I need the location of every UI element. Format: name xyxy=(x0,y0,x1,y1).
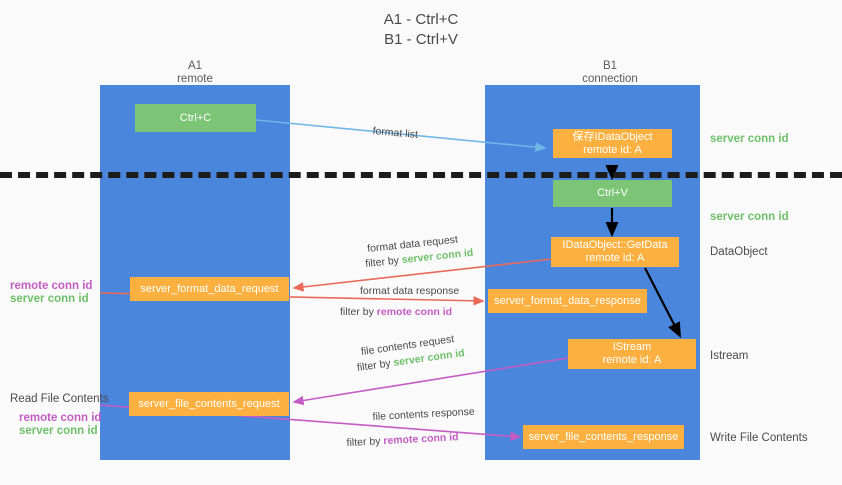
title-line-1: A1 - Ctrl+C xyxy=(383,11,459,28)
node-save-idataobject[interactable]: 保存IDataObject remote id: A xyxy=(553,129,672,158)
node-ctrl-v[interactable]: Ctrl+V xyxy=(553,180,672,207)
node-istream[interactable]: IStream remote id: A xyxy=(568,339,696,369)
node-save-idataobject-line1: 保存IDataObject xyxy=(572,130,653,143)
edge-label-format-data-response: format data response xyxy=(360,285,460,297)
node-ctrl-c[interactable]: Ctrl+C xyxy=(135,104,256,132)
filter-prefix: filter by xyxy=(364,254,403,271)
column-a1-name: A1 xyxy=(187,60,203,72)
column-b1-name: B1 xyxy=(602,60,618,72)
node-save-idataobject-line2: remote id: A xyxy=(583,143,642,156)
node-server-file-contents-response[interactable]: server_file_contents_response xyxy=(523,425,684,449)
edge-label-format-list: format list xyxy=(372,125,419,141)
column-header-a1: A1 remote xyxy=(120,60,270,86)
filter-prefix: filter by xyxy=(346,435,384,450)
label-remote-conn-id-upper: remote conn id xyxy=(10,280,93,292)
filter-prefix: filter by xyxy=(340,306,377,318)
label-write-file-contents: Write File Contents xyxy=(710,432,808,444)
node-getdata-line1: IDataObject::GetData xyxy=(562,239,668,251)
label-remote-conn-id-lower: remote conn id xyxy=(19,412,102,424)
node-istream-line1: IStream xyxy=(612,341,652,353)
label-istream: Istream xyxy=(710,350,749,362)
label-read-file-contents: Read File Contents xyxy=(10,393,109,405)
title-line-2: B1 - Ctrl+V xyxy=(384,31,458,48)
filter-prefix: filter by xyxy=(356,357,395,375)
node-getdata-line2: remote id: A xyxy=(585,252,645,264)
edge-label-format-data-response-filter: filter by remote conn id xyxy=(340,306,452,319)
edge-label-file-contents-response: file contents response xyxy=(372,405,475,424)
filter-key-remote-conn-id: remote conn id xyxy=(376,306,453,318)
filter-key-remote-conn-id: remote conn id xyxy=(383,431,459,448)
node-idataobject-getdata[interactable]: IDataObject::GetData remote id: A xyxy=(551,237,679,267)
label-server-conn-id-top: server conn id xyxy=(710,133,789,145)
node-server-format-data-response[interactable]: server_format_data_response xyxy=(488,289,647,313)
node-server-file-contents-request[interactable]: server_file_contents_request xyxy=(129,392,289,416)
diagram-title: A1 - Ctrl+C B1 - Ctrl+V xyxy=(0,10,842,50)
column-header-b1: B1 connection xyxy=(535,60,685,86)
label-server-conn-id-lower: server conn id xyxy=(19,425,98,437)
column-a1-role: remote xyxy=(177,73,213,85)
label-server-conn-id-upper: server conn id xyxy=(10,293,89,305)
edge-label-file-contents-response-filter: filter by remote conn id xyxy=(346,431,459,450)
node-istream-line2: remote id: A xyxy=(602,354,662,366)
column-b1-role: connection xyxy=(582,73,638,85)
label-dataobject: DataObject xyxy=(710,246,768,258)
phase-divider xyxy=(0,172,842,178)
label-server-conn-id-mid: server conn id xyxy=(710,211,789,223)
node-server-format-data-request[interactable]: server_format_data_request xyxy=(130,277,289,301)
